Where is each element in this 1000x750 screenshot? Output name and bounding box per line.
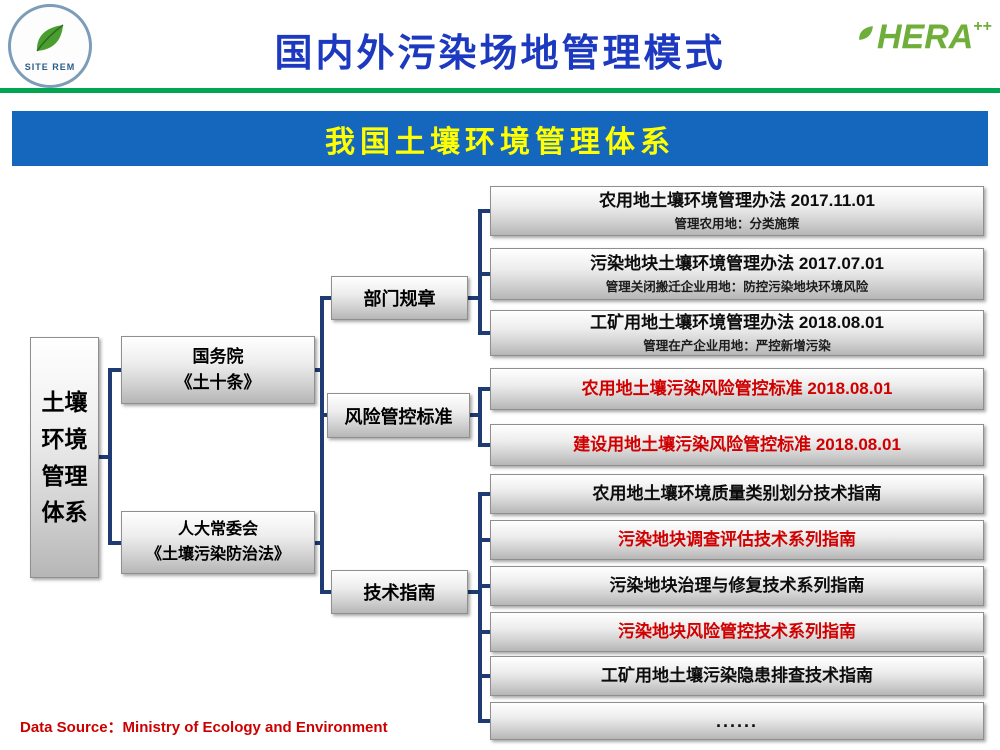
node-title: 污染地块调查评估技术系列指南 xyxy=(618,530,856,550)
connector-line xyxy=(478,387,492,391)
hera-logo-sup: ++ xyxy=(973,18,992,35)
connector-line xyxy=(478,331,492,335)
node-line: 国务院 xyxy=(192,346,244,366)
site-rem-logo: SITE REM xyxy=(8,4,92,88)
connector-line xyxy=(478,630,492,634)
connector-line xyxy=(478,272,492,276)
node-line: 《土壤污染防治法》 xyxy=(145,545,290,563)
connector-line xyxy=(320,296,334,300)
node-title: 污染地块治理与修复技术系列指南 xyxy=(609,576,865,596)
node-guideline-quality-classification: 农用地土壤环境质量类别划分技术指南 xyxy=(490,474,984,514)
node-guideline-investigation-assessment: 污染地块调查评估技术系列指南 xyxy=(490,520,984,560)
connector-line xyxy=(466,296,480,300)
connector-line xyxy=(108,541,124,545)
node-guideline-remediation: 污染地块治理与修复技术系列指南 xyxy=(490,566,984,606)
connector-line xyxy=(478,719,492,723)
connector-line xyxy=(478,584,492,588)
section-banner-title: 我国土壤环境管理体系 xyxy=(325,125,675,159)
connector-line xyxy=(478,492,482,723)
connector-line xyxy=(468,413,482,417)
node-state-council: 国务院 《土十条》 xyxy=(121,336,315,404)
connector-line xyxy=(98,455,112,459)
connector-line xyxy=(478,387,482,447)
node-subtitle: 管理关闭搬迁企业用地：防控污染地块环境风险 xyxy=(605,279,869,294)
node-npc-standing-committee: 人大常委会 《土壤污染防治法》 xyxy=(121,511,315,574)
connector-line xyxy=(314,368,324,372)
node-regulation-industrial-mining: 工矿用地土壤环境管理办法 2018.08.01 管理在产企业用地：严控新增污染 xyxy=(490,310,984,356)
node-title: 农用地土壤污染风险管控标准 2018.08.01 xyxy=(581,379,893,399)
connector-line xyxy=(108,368,112,545)
node-root-label: 土壤 环境 管理 体系 xyxy=(41,388,88,526)
header-divider xyxy=(0,88,1000,93)
node-label: 技术指南 xyxy=(363,583,436,603)
node-guideline-hazard-screening: 工矿用地土壤污染隐患排查技术指南 xyxy=(490,656,984,696)
node-regulation-agricultural: 农用地土壤环境管理办法 2017.11.01 管理农用地：分类施策 xyxy=(490,186,984,236)
node-technical-guidelines: 技术指南 xyxy=(331,570,468,614)
node-guideline-more: ...... xyxy=(490,702,984,740)
hera-logo: HERA ++ xyxy=(857,18,992,56)
node-title: ...... xyxy=(715,710,758,731)
hera-logo-text: HERA xyxy=(876,18,974,56)
site-rem-logo-text: SITE REM xyxy=(24,61,76,72)
connector-line xyxy=(314,541,324,545)
node-label: 风险管控标准 xyxy=(344,406,453,427)
connector-line xyxy=(478,443,492,447)
connector-line xyxy=(320,590,334,594)
connector-line xyxy=(320,296,324,594)
connector-line xyxy=(478,538,492,542)
node-title: 工矿用地土壤环境管理办法 2018.08.01 xyxy=(590,313,884,333)
node-departmental-regulations: 部门规章 xyxy=(331,276,468,320)
node-line: 人大常委会 xyxy=(177,520,258,538)
node-line: 《土十条》 xyxy=(175,373,261,392)
node-title: 建设用地土壤污染风险管控标准 2018.08.01 xyxy=(573,435,901,455)
section-banner: 我国土壤环境管理体系 xyxy=(12,111,988,166)
node-risk-control-standards: 风险管控标准 xyxy=(327,393,470,438)
node-title: 污染地块风险管控技术系列指南 xyxy=(618,622,856,642)
connector-line xyxy=(478,209,492,213)
connector-line xyxy=(478,674,492,678)
node-title: 农用地土壤环境管理办法 2017.11.01 xyxy=(599,191,875,211)
node-title: 污染地块土壤环境管理办法 2017.07.01 xyxy=(590,254,884,274)
data-source-note: Data Source：Ministry of Ecology and Envi… xyxy=(20,719,388,736)
connector-line xyxy=(466,590,480,594)
node-title: 工矿用地土壤污染隐患排查技术指南 xyxy=(601,666,873,686)
node-subtitle: 管理农用地：分类施策 xyxy=(674,216,800,231)
node-root-soil-system: 土壤 环境 管理 体系 xyxy=(30,337,99,578)
node-guideline-risk-control: 污染地块风险管控技术系列指南 xyxy=(490,612,984,652)
node-regulation-contaminated-plots: 污染地块土壤环境管理办法 2017.07.01 管理关闭搬迁企业用地：防控污染地… xyxy=(490,248,984,300)
node-title: 农用地土壤环境质量类别划分技术指南 xyxy=(592,484,882,504)
connector-line xyxy=(108,368,124,372)
node-standard-construction: 建设用地土壤污染风险管控标准 2018.08.01 xyxy=(490,424,984,466)
node-label: 部门规章 xyxy=(363,289,436,309)
node-standard-agricultural: 农用地土壤污染风险管控标准 2018.08.01 xyxy=(490,368,984,410)
leaf-icon xyxy=(33,21,67,60)
connector-line xyxy=(478,492,492,496)
page-title: 国内外污染场地管理模式 xyxy=(274,33,726,75)
leaf-icon xyxy=(857,24,875,47)
node-subtitle: 管理在产企业用地：严控新增污染 xyxy=(643,338,831,353)
